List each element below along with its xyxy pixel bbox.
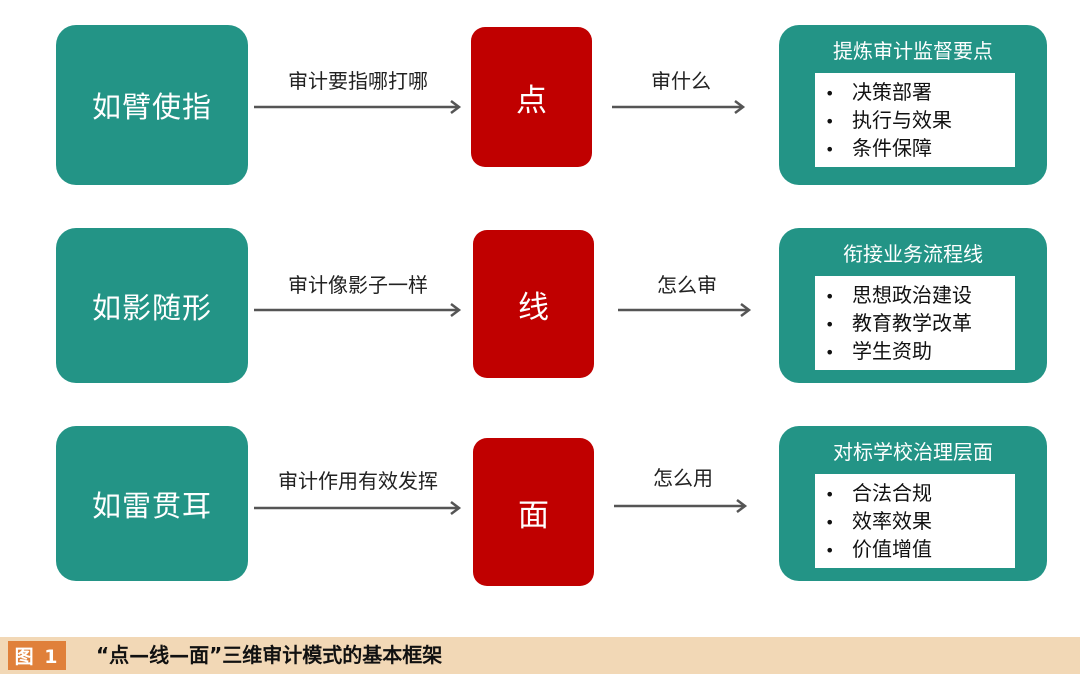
metaphor-box-2: 如影随形	[56, 228, 248, 383]
diagram-row-3: 如雷贯耳 审计作用有效发挥 面 怎么用 对标学校治理层面 •合法合规 •效率效果…	[0, 426, 1080, 596]
list-item: •效率效果	[815, 508, 1015, 536]
dimension-box-surface: 面	[473, 438, 594, 586]
arrow-right-icon	[612, 100, 750, 114]
bullet-icon: •	[825, 112, 835, 131]
bullet-icon: •	[825, 485, 835, 504]
bullet-icon: •	[825, 343, 835, 362]
detail-list-2: •思想政治建设 •教育教学改革 •学生资助	[815, 276, 1015, 370]
detail-title-1: 提炼审计监督要点	[833, 39, 993, 63]
arrow-right-icon	[254, 100, 466, 114]
dimension-label-1: 点	[516, 82, 547, 119]
bullet-icon: •	[825, 315, 835, 334]
detail-box-1: 提炼审计监督要点 •决策部署 •执行与效果 •条件保障	[779, 25, 1047, 185]
bullet-icon: •	[825, 513, 835, 532]
figure-caption-text: “点—线—面”三维审计模式的基本框架	[96, 643, 443, 667]
metaphor-label-2: 如影随形	[91, 290, 212, 325]
arrow-label-1a: 审计要指哪打哪	[288, 69, 428, 93]
dimension-box-line: 线	[473, 230, 594, 378]
bullet-icon: •	[825, 287, 835, 306]
list-item: •价值增值	[815, 536, 1015, 564]
list-item: •执行与效果	[815, 107, 1015, 135]
detail-title-3: 对标学校治理层面	[833, 440, 993, 464]
bullet-icon: •	[825, 140, 835, 159]
arrow-right-icon	[254, 303, 466, 317]
detail-list-1: •决策部署 •执行与效果 •条件保障	[815, 73, 1015, 167]
arrow-label-3b: 怎么用	[653, 466, 713, 490]
metaphor-box-3: 如雷贯耳	[56, 426, 248, 581]
detail-box-3: 对标学校治理层面 •合法合规 •效率效果 •价值增值	[779, 426, 1047, 581]
list-item: •合法合规	[815, 480, 1015, 508]
arrow-label-1b: 审什么	[651, 69, 711, 93]
metaphor-label-1: 如臂使指	[91, 90, 212, 124]
arrow-label-2b: 怎么审	[657, 273, 717, 297]
list-item: •思想政治建设	[815, 282, 1015, 310]
detail-box-2: 衔接业务流程线 •思想政治建设 •教育教学改革 •学生资助	[779, 228, 1047, 383]
dimension-box-point: 点	[471, 27, 592, 167]
dimension-label-2: 线	[518, 289, 549, 326]
arrow-right-icon	[614, 499, 752, 513]
bullet-icon: •	[825, 541, 835, 560]
diagram-row-2: 如影随形 审计像影子一样 线 怎么审 衔接业务流程线 •思想政治建设 •教育教学…	[0, 228, 1080, 398]
diagram-row-1: 如臂使指 审计要指哪打哪 点 审什么 提炼审计监督要点 •决策部署 •执行与效果…	[0, 25, 1080, 195]
dimension-label-3: 面	[518, 497, 549, 534]
bullet-icon: •	[825, 84, 835, 103]
arrow-right-icon	[618, 303, 756, 317]
list-item: •教育教学改革	[815, 310, 1015, 338]
arrow-label-3a: 审计作用有效发挥	[278, 469, 438, 493]
arrow-label-2a: 审计像影子一样	[288, 273, 428, 297]
figure-number-badge: 图 1	[8, 641, 66, 670]
metaphor-box-1: 如臂使指	[56, 25, 248, 185]
detail-title-2: 衔接业务流程线	[843, 242, 983, 266]
arrow-right-icon	[254, 501, 466, 515]
metaphor-label-3: 如雷贯耳	[91, 488, 212, 523]
detail-list-3: •合法合规 •效率效果 •价值增值	[815, 474, 1015, 568]
figure-caption-bar: 图 1 “点—线—面”三维审计模式的基本框架	[0, 637, 1080, 674]
list-item: •决策部署	[815, 79, 1015, 107]
list-item: •学生资助	[815, 338, 1015, 366]
list-item: •条件保障	[815, 135, 1015, 163]
